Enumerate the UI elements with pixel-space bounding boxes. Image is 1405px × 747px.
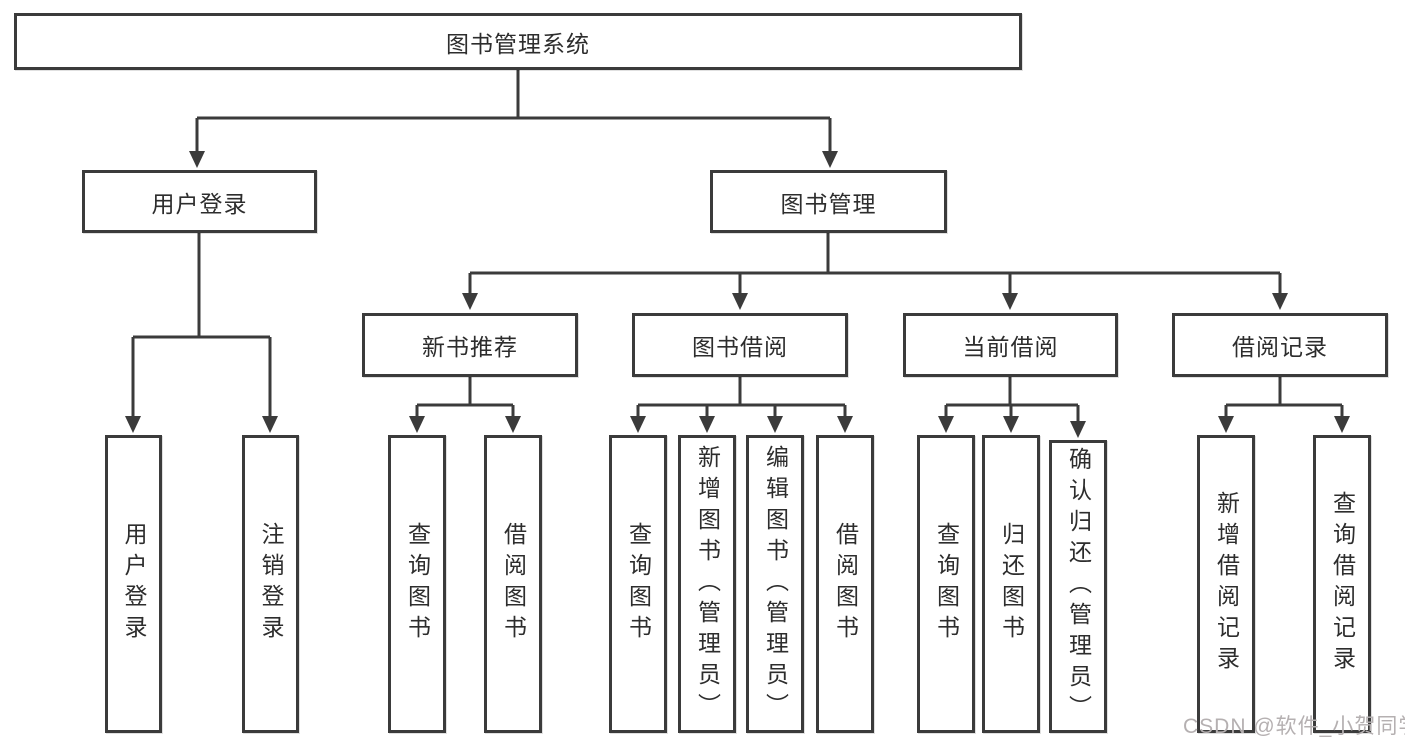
leaf-borrow-book-a-label: 借阅图书 xyxy=(500,522,527,646)
leaf-user-login-label: 用户登录 xyxy=(121,522,147,646)
arrowhead-icon xyxy=(767,416,783,433)
connector-book-borrow-children xyxy=(636,377,847,417)
arrowhead-icon xyxy=(262,416,278,433)
node-book-mgmt-label: 图书管理 xyxy=(780,190,877,217)
connector-borrow-record-children xyxy=(1224,377,1344,417)
leaf-borrow-book-b-label: 借阅图书 xyxy=(832,522,859,646)
leaf-user-login: 用户登录 xyxy=(105,435,162,733)
node-user-login: 用户登录 xyxy=(82,170,317,233)
node-book-mgmt: 图书管理 xyxy=(710,170,947,233)
node-book-borrow-label: 图书借阅 xyxy=(692,334,788,360)
leaf-query-book-b-label: 查询图书 xyxy=(625,522,652,646)
leaf-query-book-c: 查询图书 xyxy=(917,435,975,733)
node-root-label: 图书管理系统 xyxy=(446,30,590,57)
node-current-borrow-label: 当前借阅 xyxy=(962,334,1059,360)
arrowhead-icon xyxy=(822,151,838,168)
connector-root-children xyxy=(195,70,832,152)
connector-user-login-children xyxy=(131,233,272,417)
leaf-query-borrow-record: 查询借阅记录 xyxy=(1313,435,1371,733)
leaf-query-book-c-label: 查询图书 xyxy=(933,522,960,646)
arrowhead-icon xyxy=(505,416,521,433)
arrowhead-icon xyxy=(699,416,715,433)
leaf-confirm-return: 确认归还（管理员） xyxy=(1049,440,1107,733)
leaf-return-book-label: 归还图书 xyxy=(998,522,1025,646)
leaf-edit-book: 编辑图书（管理员） xyxy=(746,435,804,733)
arrowhead-icon xyxy=(462,293,478,310)
leaf-logout-label: 注销登录 xyxy=(258,522,284,646)
arrowhead-icon xyxy=(630,416,646,433)
arrowhead-icon xyxy=(409,416,425,433)
arrowhead-icon xyxy=(732,293,748,310)
leaf-query-borrow-record-label: 查询借阅记录 xyxy=(1329,491,1356,677)
leaf-query-book-a-label: 查询图书 xyxy=(404,522,431,646)
leaf-borrow-book-b: 借阅图书 xyxy=(816,435,874,733)
arrowhead-icon xyxy=(938,416,954,433)
node-book-borrow: 图书借阅 xyxy=(632,313,848,377)
arrowhead-icon xyxy=(1334,416,1350,433)
leaf-edit-book-label: 编辑图书（管理员） xyxy=(762,444,789,724)
leaf-add-borrow-record: 新增借阅记录 xyxy=(1197,435,1255,733)
leaf-borrow-book-a: 借阅图书 xyxy=(484,435,542,733)
connector-new-book-rec-children xyxy=(415,377,515,417)
arrowhead-icon xyxy=(189,151,205,168)
leaf-add-book-label: 新增图书（管理员） xyxy=(694,444,721,724)
node-new-book-rec: 新书推荐 xyxy=(362,313,578,377)
leaf-query-book-b: 查询图书 xyxy=(609,435,667,733)
connector-book-mgmt-children xyxy=(468,233,1282,294)
leaf-confirm-return-label: 确认归还（管理员） xyxy=(1065,447,1092,726)
leaf-add-borrow-record-label: 新增借阅记录 xyxy=(1213,491,1240,677)
leaf-return-book: 归还图书 xyxy=(982,435,1040,733)
arrowhead-icon xyxy=(125,416,141,433)
node-borrow-record: 借阅记录 xyxy=(1172,313,1388,377)
node-user-login-label: 用户登录 xyxy=(151,190,248,217)
node-new-book-rec-label: 新书推荐 xyxy=(422,334,518,360)
leaf-logout: 注销登录 xyxy=(242,435,299,733)
arrowhead-icon xyxy=(1272,293,1288,310)
watermark: CSDN @软件_小贺同学 xyxy=(1183,715,1405,738)
arrowhead-icon xyxy=(1002,293,1018,310)
node-current-borrow: 当前借阅 xyxy=(903,313,1118,377)
leaf-add-book: 新增图书（管理员） xyxy=(678,435,736,733)
connector-current-borrow-children xyxy=(944,377,1080,422)
arrowhead-icon xyxy=(1070,421,1086,438)
leaf-query-book-a: 查询图书 xyxy=(388,435,446,733)
node-root: 图书管理系统 xyxy=(14,13,1022,70)
node-borrow-record-label: 借阅记录 xyxy=(1232,334,1328,360)
arrowhead-icon xyxy=(837,416,853,433)
arrowhead-icon xyxy=(1003,416,1019,433)
arrowhead-icon xyxy=(1218,416,1234,433)
